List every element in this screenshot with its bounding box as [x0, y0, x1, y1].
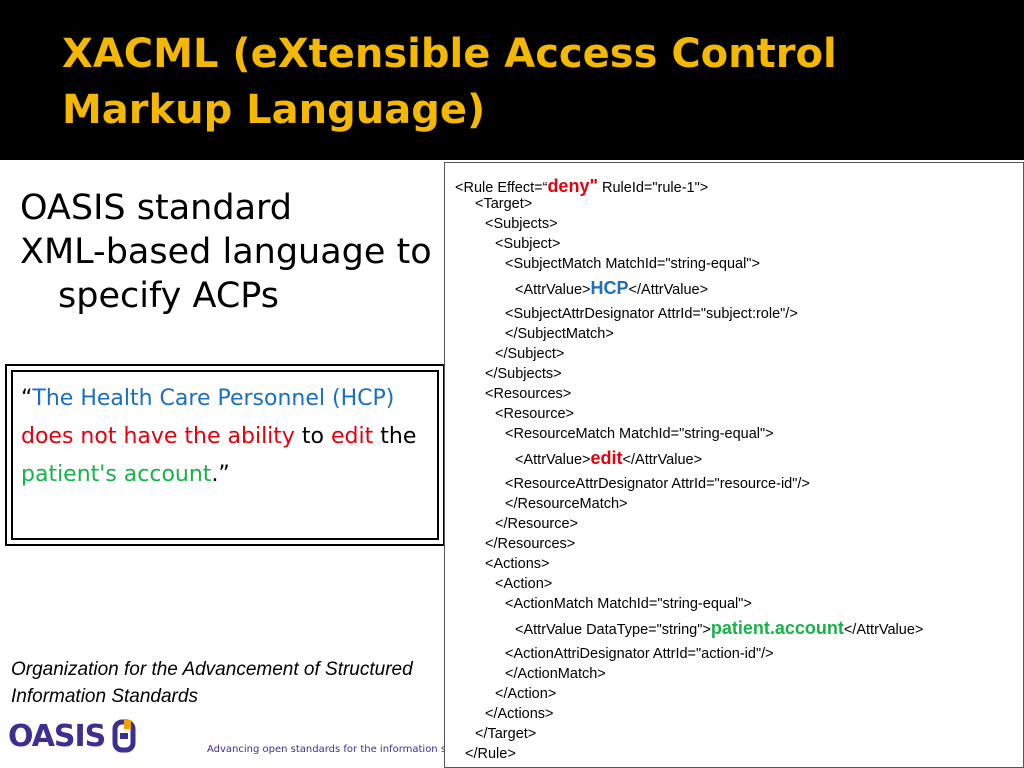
- bullet-xml-language: XML-based language to specify ACPs: [20, 232, 432, 316]
- code-line: <ActionMatch MatchId="string-equal">: [505, 596, 752, 612]
- code-line: </Rule>: [465, 746, 516, 762]
- code-text: </AttrValue>: [628, 282, 709, 298]
- code-line: <SubjectMatch MatchId="string-equal">: [505, 256, 760, 272]
- quote-to: to: [294, 424, 332, 449]
- code-line: <Subject>: [495, 236, 561, 252]
- code-line: <SubjectAttrDesignator AttrId="subject:r…: [505, 306, 798, 322]
- code-highlight: edit: [590, 448, 623, 468]
- code-highlight: patient.account: [710, 618, 844, 638]
- code-line: <Resource>: [495, 406, 574, 422]
- quote-subject: The Health Care Personnel (HCP): [32, 386, 395, 411]
- title-bar: XACML (eXtensible Access Control Markup …: [0, 0, 1024, 160]
- code-line: </Target>: [475, 726, 537, 742]
- code-highlight: HCP: [590, 278, 629, 298]
- code-text: </AttrValue>: [622, 452, 703, 468]
- code-line: <Action>: [495, 576, 553, 592]
- code-line: <Resources>: [485, 386, 572, 402]
- code-line: <ActionAttriDesignator AttrId="action-id…: [505, 646, 774, 662]
- quote-action: edit: [331, 424, 374, 449]
- code-text: RuleId="rule-1">: [597, 180, 709, 196]
- code-line: </Action>: [495, 686, 557, 702]
- quote-resource: patient's account: [21, 462, 212, 487]
- policy-quote: “The Health Care Personnel (HCP) does no…: [11, 370, 439, 540]
- code-line: </Subject>: [495, 346, 565, 362]
- bullet-list: OASIS standard XML-based language to spe…: [20, 186, 440, 318]
- code-text: </AttrValue>: [843, 622, 924, 638]
- xacml-code-box: <Rule Effect=“deny" RuleId="rule-1"><Tar…: [444, 162, 1024, 768]
- quote-close-mark: .”: [211, 462, 230, 487]
- code-highlight: deny": [547, 176, 598, 196]
- organization-name: Organization for the Advancement of Stru…: [11, 659, 413, 707]
- code-text: <AttrValue>: [515, 282, 591, 298]
- code-line: </ActionMatch>: [505, 666, 606, 682]
- code-line: <ResourceMatch MatchId="string-equal">: [505, 426, 774, 442]
- oasis-logo-icon: [112, 719, 136, 753]
- code-line: </Subjects>: [485, 366, 562, 382]
- code-line: <Actions>: [485, 556, 550, 572]
- oasis-tagline: Advancing open standards for the informa…: [207, 744, 477, 755]
- quote-the: the: [373, 424, 417, 449]
- code-text: <AttrValue DataType="string">: [515, 622, 711, 638]
- code-line: <Target>: [475, 196, 533, 212]
- policy-quote-box: “The Health Care Personnel (HCP) does no…: [5, 364, 445, 546]
- quote-open-mark: “: [21, 386, 33, 411]
- bullet-oasis-standard: OASIS standard: [20, 188, 293, 228]
- code-line: <AttrValue DataType="string">patient.acc…: [515, 618, 923, 639]
- code-line: <AttrValue>edit</AttrValue>: [515, 448, 702, 469]
- code-line: </Resource>: [495, 516, 579, 532]
- code-line: <Subjects>: [485, 216, 558, 232]
- slide-title-line-1: XACML (eXtensible Access Control: [62, 31, 837, 77]
- code-line: </Resources>: [485, 536, 576, 552]
- code-line: </SubjectMatch>: [505, 326, 614, 342]
- code-text: <AttrValue>: [515, 452, 591, 468]
- quote-effect: does not have the ability: [21, 424, 295, 449]
- code-line: <ResourceAttrDesignator AttrId="resource…: [505, 476, 810, 492]
- code-line: </Actions>: [485, 706, 554, 722]
- slide-title-line-2: Markup Language): [62, 87, 486, 133]
- code-line: <AttrValue>HCP</AttrValue>: [515, 278, 708, 299]
- code-text: <Rule Effect=“: [455, 180, 548, 196]
- oasis-logo: OASIS: [8, 716, 141, 756]
- code-line: <Rule Effect=“deny" RuleId="rule-1">: [455, 176, 708, 197]
- slide-title: XACML (eXtensible Access Control Markup …: [62, 26, 837, 138]
- oasis-logo-wordmark: OASIS: [8, 718, 106, 754]
- code-line: </ResourceMatch>: [505, 496, 628, 512]
